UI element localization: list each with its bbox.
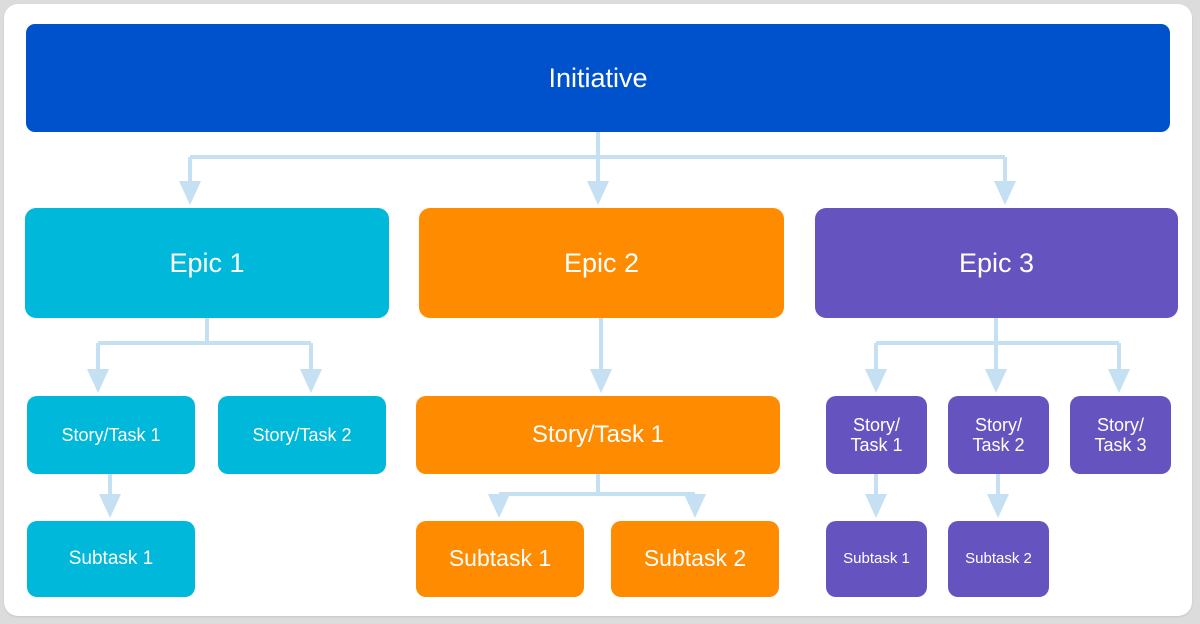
node-e2-subtask1[interactable]: Subtask 1: [416, 521, 584, 597]
arrowhead-epic3-fanout-1: [985, 369, 1007, 393]
arrowhead-initiative-fanout-2: [994, 181, 1016, 205]
arrowhead-e1-story1-single-0: [99, 494, 121, 518]
arrowhead-epic3-fanout-0: [865, 369, 887, 393]
arrowhead-epic1-fanout-0: [87, 369, 109, 393]
arrowhead-e2-story1-fanout-1: [684, 494, 706, 518]
arrowhead-initiative-fanout-0: [179, 181, 201, 205]
node-e3-story3[interactable]: Story/ Task 3: [1070, 396, 1171, 474]
arrowhead-epic1-fanout-1: [300, 369, 322, 393]
node-e3-story2[interactable]: Story/ Task 2: [948, 396, 1049, 474]
arrowhead-epic2-single-0: [590, 369, 612, 393]
node-epic1[interactable]: Epic 1: [25, 208, 389, 318]
node-e3-subtask2[interactable]: Subtask 2: [948, 521, 1049, 597]
node-e3-subtask1[interactable]: Subtask 1: [826, 521, 927, 597]
node-e2-story1[interactable]: Story/Task 1: [416, 396, 780, 474]
arrowhead-initiative-fanout-1: [587, 181, 609, 205]
arrowhead-e3-story2-single-0: [987, 494, 1009, 518]
node-e3-story1[interactable]: Story/ Task 1: [826, 396, 927, 474]
node-e2-subtask2[interactable]: Subtask 2: [611, 521, 779, 597]
node-e1-subtask1[interactable]: Subtask 1: [27, 521, 195, 597]
arrowhead-epic3-fanout-2: [1108, 369, 1130, 393]
node-e1-story2[interactable]: Story/Task 2: [218, 396, 386, 474]
arrowhead-e2-story1-fanout-0: [488, 494, 510, 518]
node-epic2[interactable]: Epic 2: [419, 208, 784, 318]
node-epic3[interactable]: Epic 3: [815, 208, 1178, 318]
arrowhead-e3-story1-single-0: [865, 494, 887, 518]
node-initiative[interactable]: Initiative: [26, 24, 1170, 132]
node-e1-story1[interactable]: Story/Task 1: [27, 396, 195, 474]
